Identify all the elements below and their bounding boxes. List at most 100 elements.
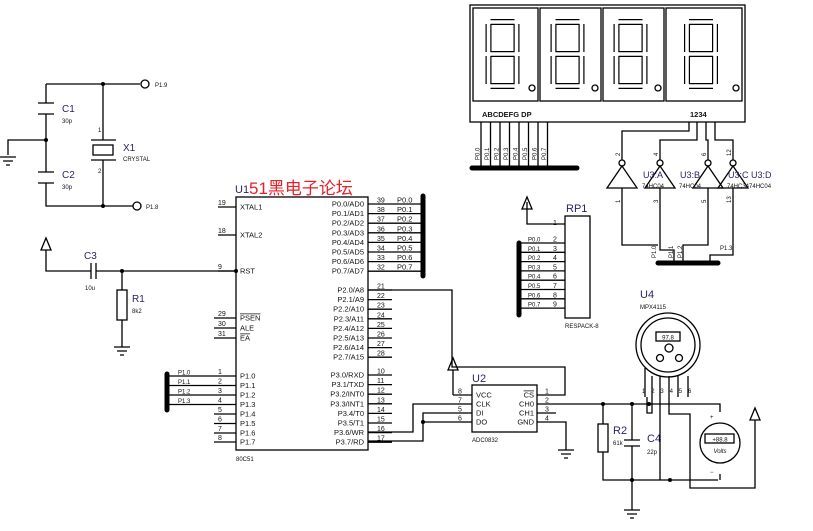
- u1-pin-number: 17: [377, 436, 385, 443]
- net-label: P0.2: [397, 215, 412, 224]
- u1-pin-number: 36: [377, 226, 385, 233]
- pressure-up-button[interactable]: [655, 353, 665, 363]
- u1-pin-number: 26: [377, 332, 385, 339]
- segments-inner: [486, 20, 519, 88]
- x1-value: CRYSTAL: [123, 157, 151, 163]
- net-label: P0.0: [397, 196, 412, 205]
- digit-frame: [539, 7, 602, 102]
- c3-ref: C3: [84, 251, 97, 262]
- u1-pin-name: P1.2: [240, 391, 255, 400]
- vcc-arrow-icon: [40, 236, 52, 251]
- u1-pin-name: P2.2/A10: [333, 305, 364, 314]
- u1-pin-name: P0.0/AD0: [332, 200, 364, 209]
- rp1-pin-number: 6: [553, 274, 557, 281]
- gate-ref: U3:C U3:D: [728, 170, 772, 180]
- u1-pin-number: 1: [218, 369, 222, 376]
- u1-pin-number: 34: [377, 246, 385, 253]
- rp1-pin-number: 5: [553, 264, 557, 271]
- u1-pin-number: 14: [377, 407, 385, 414]
- voltmeter-plus: +: [710, 415, 714, 421]
- net-label: P0.5: [528, 284, 541, 290]
- voltmeter[interactable]: +88.8 Volts + −: [699, 415, 741, 476]
- net-label: P0.5: [523, 147, 529, 160]
- net-p19: P1.9: [155, 83, 168, 89]
- net-label: P0.3: [504, 147, 510, 160]
- u2-pin-name: CLK: [476, 400, 491, 409]
- u1-pin-name: P3.2/INT0: [330, 390, 364, 399]
- gate-part: 74HC04: [679, 184, 702, 190]
- u2-pin-name: VCC: [476, 391, 492, 400]
- net-label: P0.4: [514, 147, 520, 160]
- u1-pin-name: RST: [240, 267, 255, 276]
- net-label: P1.3: [720, 246, 733, 252]
- gate-output-pin: 3: [654, 199, 660, 203]
- net-label: P0.7: [542, 147, 548, 160]
- u1-pin-name: P1.4: [240, 410, 255, 419]
- decimal-point: [654, 84, 662, 92]
- net-label: P1.1: [669, 245, 675, 258]
- net-label: P0.3: [528, 265, 541, 271]
- digit-frame: [665, 7, 743, 102]
- net-label: P1.2: [178, 390, 191, 396]
- u1-pin-number: 7: [218, 426, 222, 433]
- u1-pin-number: 32: [377, 265, 385, 272]
- c4-value: 22p: [647, 450, 658, 456]
- p19-terminal[interactable]: [140, 79, 150, 89]
- watermark-text: 51黑电子论坛: [249, 179, 353, 198]
- u1-part: 80C51: [236, 457, 254, 463]
- u1-pin-number: 30: [218, 321, 226, 328]
- u1-pin-number: 33: [377, 255, 385, 262]
- rp1-pin1: 1: [553, 220, 557, 227]
- net-p18: P1.8: [146, 205, 159, 211]
- rp1-part: RESPACK-8: [565, 324, 599, 330]
- u4-ref: U4: [640, 289, 654, 301]
- u1-pin-name: P0.5/AD5: [332, 248, 364, 257]
- u4-part: MPX4115: [640, 305, 667, 311]
- net-label: P0.7: [528, 303, 541, 309]
- net-label: P1.1: [178, 380, 191, 386]
- u1-pin-number: 21: [377, 284, 385, 291]
- u2-pin-number: 2: [545, 398, 549, 405]
- net-label: P0.0: [476, 147, 482, 160]
- vcc-arrow-icon: [521, 195, 533, 210]
- u1-pin-number: 37: [377, 217, 385, 224]
- rp1-pin-number: 8: [553, 292, 557, 299]
- pressure-down-button[interactable]: [674, 353, 684, 363]
- u1-pin-number: 3: [218, 388, 222, 395]
- voltmeter-reading: +88.8: [712, 438, 728, 444]
- u1-pin-number: 8: [218, 435, 222, 442]
- u1-pin-name: P2.6/A14: [333, 343, 364, 352]
- rp1-pin-number: 3: [553, 246, 557, 253]
- r1-ref: R1: [132, 294, 145, 305]
- inverter-gate: [643, 164, 677, 189]
- u1-pin-name: ALE: [240, 324, 254, 333]
- gate-ref: U3:A: [643, 170, 663, 180]
- gate-part: 74HC3474HC04: [727, 184, 772, 190]
- u1-pin-number: 10: [377, 369, 385, 376]
- u2-pin-number: 6: [458, 416, 462, 423]
- u1-pin-name: P2.0/A8: [337, 286, 364, 295]
- u1-pin-name: P3.1/TXD: [331, 380, 364, 389]
- u1-body[interactable]: [235, 196, 369, 451]
- p18-terminal[interactable]: [132, 201, 142, 211]
- net-label: P1.2: [678, 245, 684, 258]
- net-label: P0.4: [397, 234, 412, 243]
- net-label: P1.3: [178, 399, 191, 405]
- u1-pin-name: XTAL2: [240, 231, 262, 240]
- u2-pin-name: DI: [476, 409, 484, 418]
- net-label: P0.6: [528, 293, 541, 299]
- u2-pin-number: 3: [545, 407, 549, 414]
- digit-label: 1234: [690, 110, 708, 119]
- u1-pin-number: 28: [377, 351, 385, 358]
- u2-pin-name: CS: [524, 391, 534, 400]
- u4-reading: 97.8: [662, 336, 674, 342]
- u1-pin-name: XTAL1: [240, 203, 262, 212]
- gate-input-pin: 2: [616, 152, 622, 156]
- u2-pin-name: CH0: [519, 400, 534, 409]
- u1-pin-name: P0.3/AD3: [332, 228, 364, 237]
